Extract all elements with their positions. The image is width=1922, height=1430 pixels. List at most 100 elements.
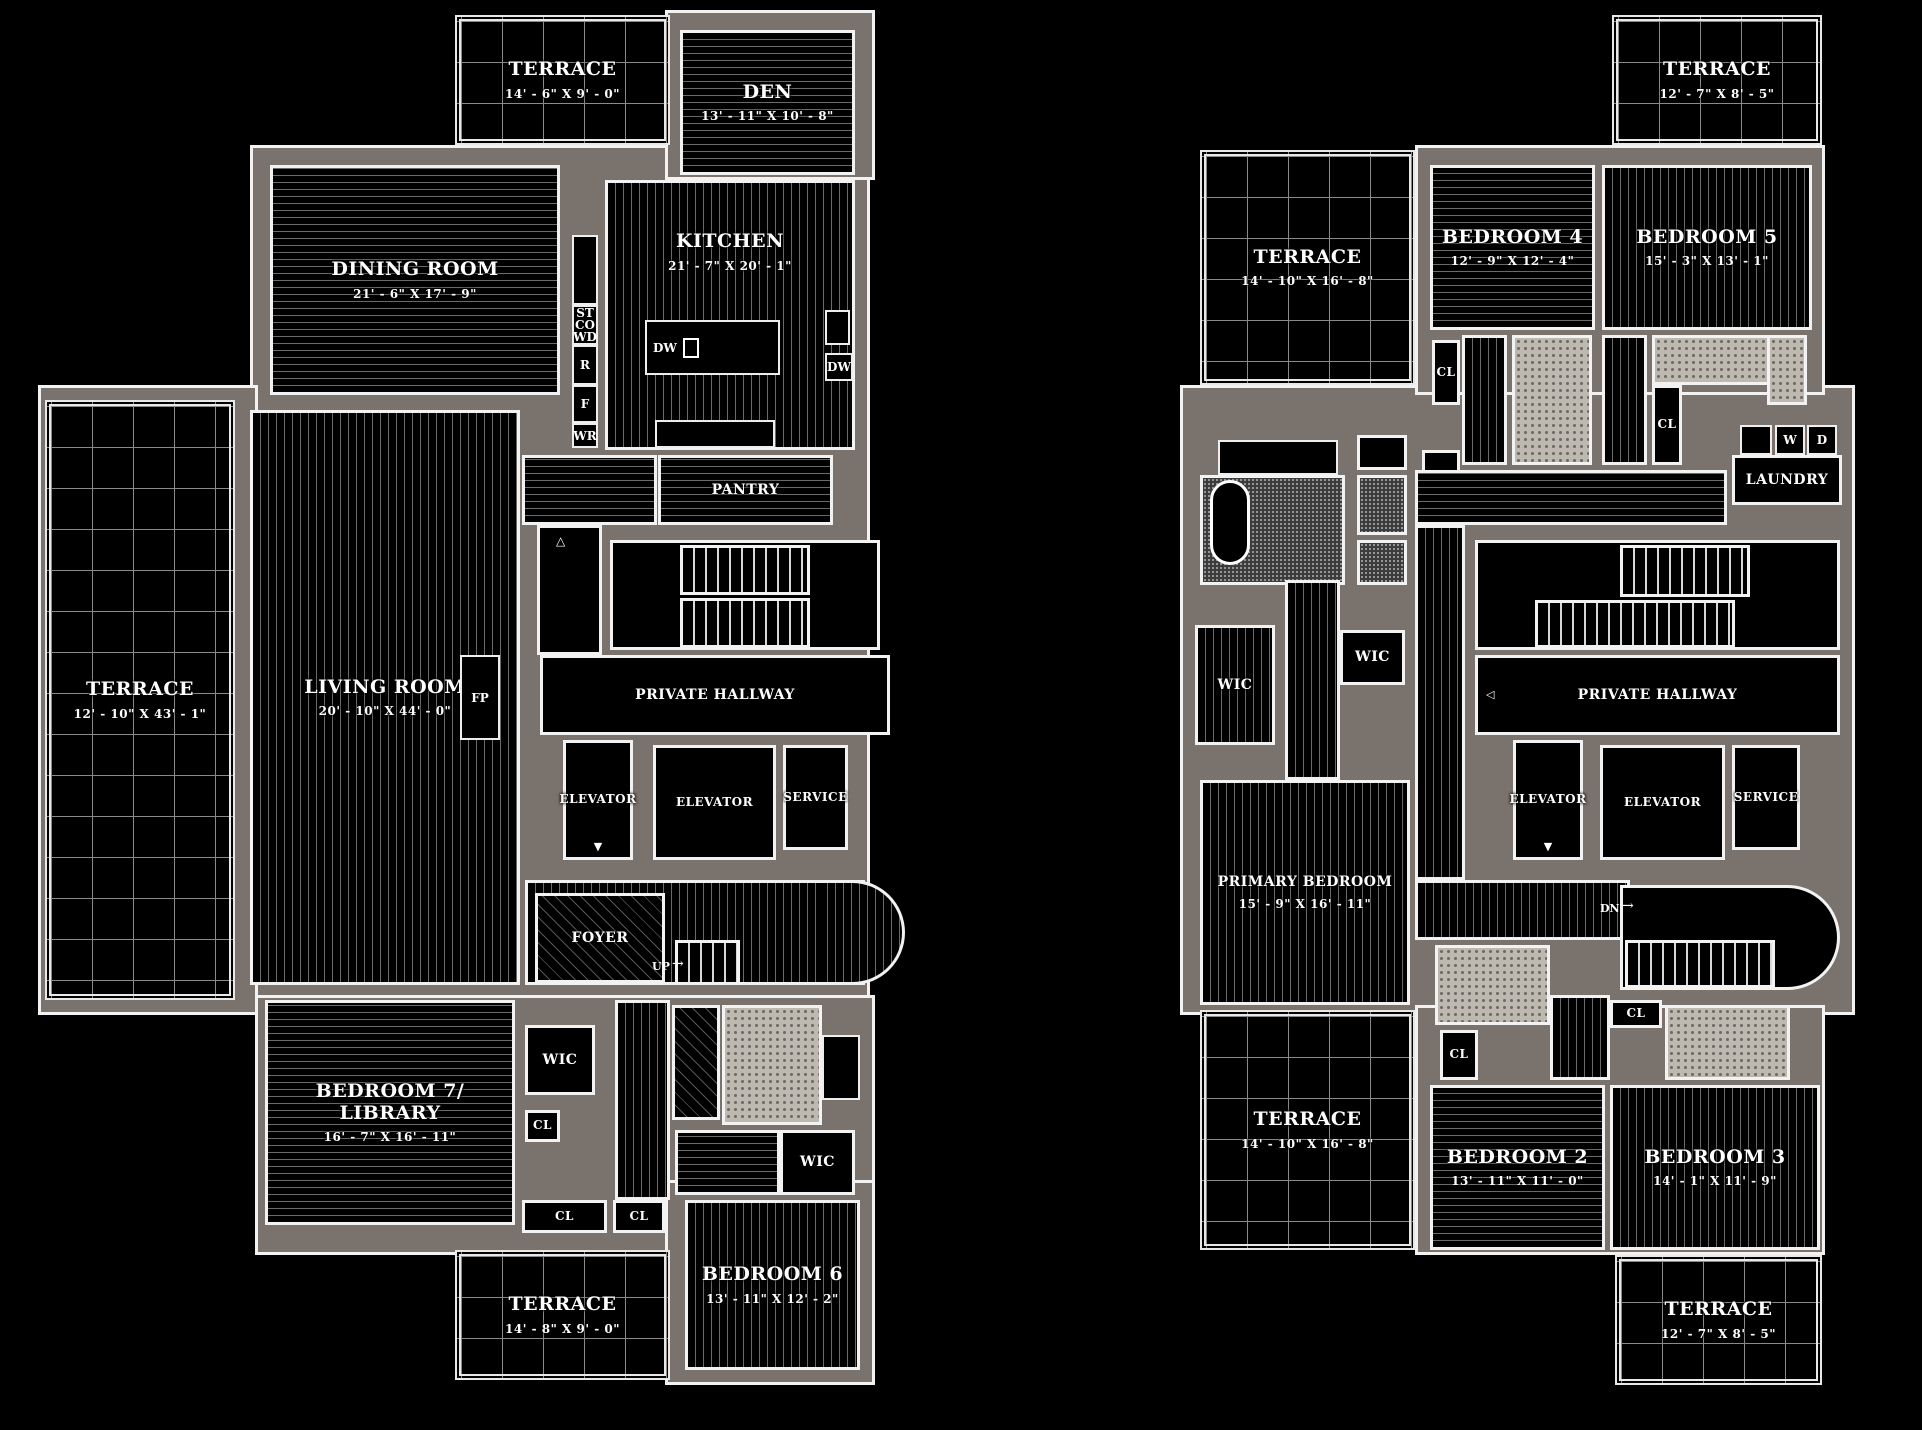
dishwasher: DW	[825, 353, 853, 381]
triangle-left-icon: ◁	[1486, 688, 1495, 701]
bathroom	[722, 1005, 822, 1125]
primary-hall	[1285, 580, 1340, 780]
room-label: DEN	[742, 80, 793, 103]
room-label: DINING ROOM	[331, 258, 499, 281]
triangle-down-icon: ▼	[593, 840, 603, 853]
service-room: SERVICE	[1732, 745, 1800, 850]
room-label: TERRACE	[1664, 1298, 1773, 1321]
room-label: PRIVATE HALLWAY	[1577, 686, 1738, 703]
foyer: FOYER	[535, 893, 665, 983]
triangle-down-icon: ▼	[1543, 840, 1553, 853]
room-label: BEDROOM 4	[1441, 225, 1584, 248]
fixture-label: CO	[574, 318, 595, 332]
fixture-label: F	[580, 397, 590, 411]
room-label: ELEVATOR	[559, 792, 637, 807]
closet-a: CL	[1432, 340, 1460, 405]
room-dimensions: 12' - 10" X 43' - 1"	[73, 706, 207, 721]
bathroom-2	[1435, 945, 1550, 1025]
bedroom-2: BEDROOM 2 13' - 11" X 11' - 0"	[1430, 1085, 1605, 1250]
den: DEN 13' - 11" X 10' - 8"	[680, 30, 855, 175]
bathroom-5	[1652, 335, 1777, 385]
double-vanity	[1218, 440, 1338, 475]
central-corridor	[1415, 525, 1465, 880]
bedroom-4-hall	[1462, 335, 1507, 465]
room-label: BEDROOM 5	[1636, 225, 1778, 248]
room-label: CL	[1436, 364, 1456, 379]
room-dimensions: 20' - 10" X 44' - 0"	[318, 704, 452, 719]
fixture-label: D	[1816, 433, 1828, 447]
fixture-label: ST	[576, 306, 594, 320]
room-label: CL	[1657, 417, 1677, 432]
room-label-line2: LIBRARY	[339, 1101, 441, 1124]
bedroom-5: BEDROOM 5 15' - 3" X 13' - 1"	[1602, 165, 1812, 330]
room-label: TERRACE	[508, 1293, 617, 1316]
room-dimensions: 16' - 7" X 16' - 11"	[323, 1130, 457, 1145]
bedroom-hall	[615, 1000, 670, 1200]
laundry-sink-icon	[1740, 425, 1772, 455]
terrace-south: TERRACE 14' - 8" X 9' - 0"	[455, 1250, 670, 1380]
bedroom-6: BEDROOM 6 13' - 11" X 12' - 2"	[685, 1200, 860, 1370]
back-hall	[522, 455, 657, 525]
closet-d: CL	[1440, 1030, 1478, 1080]
fixture-label: WR	[573, 428, 597, 443]
room-label: LAUNDRY	[1745, 471, 1829, 488]
dryer: D	[1807, 425, 1837, 455]
closet-a: CL	[525, 1110, 560, 1142]
laundry: LAUNDRY	[1732, 455, 1842, 505]
stair-run-lower	[680, 598, 810, 648]
elevator-2: ELEVATOR	[653, 745, 776, 860]
room-label: KITCHEN	[676, 230, 784, 252]
shower	[672, 1005, 720, 1120]
room-dimensions: 14' - 10" X 16' - 8"	[1241, 1136, 1374, 1151]
room-label: SERVICE	[783, 789, 848, 804]
fixture-label: W	[1783, 433, 1797, 447]
walk-in-closet-a: WIC	[1195, 625, 1275, 745]
bedroom-7-library: BEDROOM 7/ LIBRARY 16' - 7" X 16' - 11"	[265, 1000, 515, 1225]
room-label: ELEVATOR	[1509, 792, 1587, 807]
bedroom-5-hall	[1602, 335, 1647, 465]
closet-c: CL	[1652, 385, 1682, 465]
room-label: TERRACE	[85, 678, 195, 701]
bedroom-2-3-hall	[1550, 995, 1610, 1080]
washer: W	[1775, 425, 1805, 455]
room-label: BEDROOM 6	[701, 1263, 844, 1286]
room-dimensions: 13' - 11" X 11' - 0"	[1451, 1174, 1584, 1189]
bedroom-4: BEDROOM 4 12' - 9" X 12' - 4"	[1430, 165, 1595, 330]
room-label: CL	[555, 1208, 574, 1223]
stair-run-upper	[680, 545, 810, 595]
bathroom-3	[1665, 1005, 1790, 1080]
lower-hall	[1415, 880, 1630, 940]
kitchen: KITCHEN 21' - 7" X 20' - 1"	[605, 180, 855, 450]
terrace-north: TERRACE 12' - 7" X 8' - 5"	[1612, 15, 1822, 145]
range-cooktop	[655, 420, 775, 448]
walk-in-closet-b: WIC	[780, 1130, 855, 1195]
room-label: BEDROOM 3	[1644, 1145, 1786, 1168]
stair-down-label: DN	[1600, 902, 1620, 915]
curved-stair	[1625, 940, 1775, 988]
terrace-northwest: TERRACE 14' - 10" X 16' - 8"	[1200, 150, 1415, 385]
sink-icon	[825, 310, 850, 345]
room-dimensions: 14' - 6" X 9' - 0"	[505, 86, 620, 101]
terrace-southwest: TERRACE 14' - 10" X 16' - 8"	[1200, 1010, 1415, 1250]
bathtub	[822, 1035, 860, 1100]
bathtub-icon	[1210, 480, 1250, 565]
vanity-small	[1357, 435, 1407, 470]
walk-in-closet-a: WIC	[525, 1025, 595, 1095]
room-dimensions: 12' - 7" X 8' - 5"	[1661, 1326, 1776, 1341]
room-label: SERVICE	[1733, 789, 1799, 804]
room-label: ELEVATOR	[675, 794, 754, 809]
room-label: PRIMARY BEDROOM	[1217, 874, 1393, 891]
primary-bedroom: PRIMARY BEDROOM 15' - 9" X 16' - 11"	[1200, 780, 1410, 1005]
private-hallway: PRIVATE HALLWAY	[540, 655, 890, 735]
wine-refrigerator: WR	[572, 423, 598, 448]
terrace-south: TERRACE 12' - 7" X 8' - 5"	[1615, 1255, 1822, 1385]
room-dimensions: 14' - 8" X 9' - 0"	[505, 1321, 620, 1336]
dressing-area	[675, 1130, 780, 1195]
stair-run-upper	[1620, 545, 1750, 597]
shower-5	[1767, 335, 1807, 405]
kitchen-island: DW	[645, 320, 780, 375]
stair-up-label: UP	[652, 960, 670, 973]
closet-e: CL	[1610, 1000, 1662, 1028]
water-closet	[1357, 540, 1407, 585]
elevator-2: ELEVATOR	[1600, 745, 1725, 860]
